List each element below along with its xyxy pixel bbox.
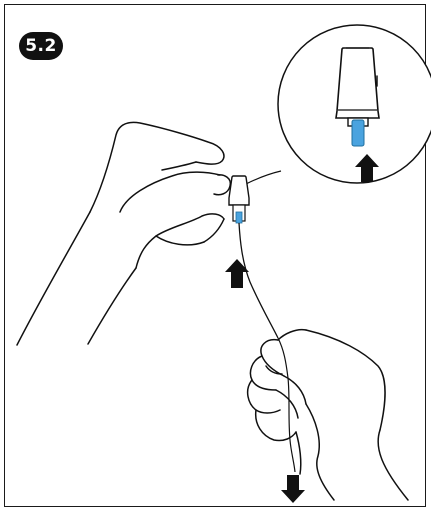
arrow-down-icon — [281, 475, 305, 503]
step-badge: 5.2 — [19, 32, 63, 60]
arrow-up-icon — [225, 259, 249, 288]
tube-end — [236, 212, 242, 223]
tube-end-magnified — [352, 120, 364, 146]
right-hand — [248, 330, 408, 500]
connector-cap — [229, 176, 249, 223]
magnified-connector-cap — [336, 48, 379, 126]
left-hand — [17, 122, 230, 345]
tube — [239, 223, 278, 338]
zoom-callout — [246, 25, 431, 184]
